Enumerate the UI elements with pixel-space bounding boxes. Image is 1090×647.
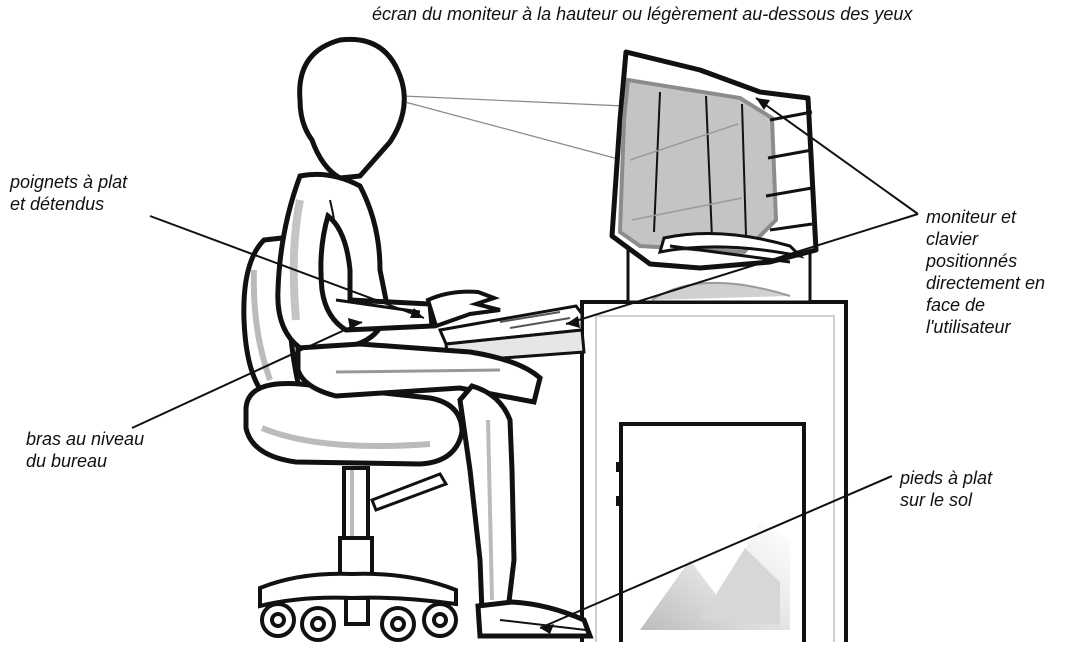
label-screen-height: écran du moniteur à la hauteur ou légère… xyxy=(372,3,912,25)
label-feet: pieds à plat sur le sol xyxy=(900,467,992,511)
label-wrists: poignets à plat et détendus xyxy=(10,171,127,215)
label-arms: bras au niveau du bureau xyxy=(26,428,144,472)
sight-lines xyxy=(403,96,624,160)
label-monitor-keyboard: moniteur et clavier positionnés directem… xyxy=(926,206,1045,338)
computer-desk xyxy=(582,302,846,642)
monitor xyxy=(612,52,816,268)
